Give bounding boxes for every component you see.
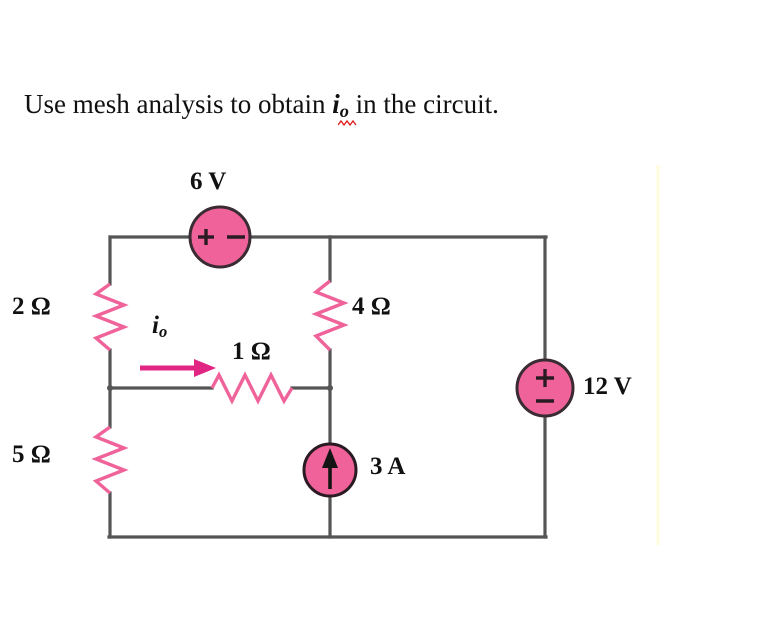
resistor-2ohm-zigzag <box>91 282 129 352</box>
source-3a <box>302 442 358 498</box>
label-io: io <box>152 312 167 342</box>
resistor-shapes <box>91 279 349 495</box>
label-6v: 6 V <box>190 168 227 195</box>
label-3a: 3 A <box>370 453 406 480</box>
label-12v: 12 V <box>583 373 632 400</box>
label-1ohm: 1 Ω <box>232 338 271 365</box>
question-prompt: Use mesh analysis to obtain io in the ci… <box>24 88 499 127</box>
source-12v-plus-icon <box>536 369 554 387</box>
junction-left-mid <box>107 385 113 391</box>
label-io-symbol: i <box>152 312 159 339</box>
source-6v <box>188 205 252 269</box>
question-text-before: Use mesh analysis to obtain <box>24 89 333 119</box>
resistor-5ohm-zigzag <box>91 425 129 495</box>
circuit-junctions <box>107 385 333 391</box>
label-5ohm: 5 Ω <box>12 441 51 468</box>
source-6v-body <box>188 205 252 269</box>
junction-mid-mid <box>327 385 333 391</box>
label-2ohm: 2 Ω <box>12 293 51 320</box>
label-4ohm: 4 Ω <box>352 293 391 320</box>
current-io-arrow <box>140 359 216 377</box>
source-3a-arrow-head-icon <box>322 448 338 468</box>
source-12v-body <box>515 358 575 418</box>
label-io-subscript: o <box>158 322 168 342</box>
resistor-1ohm-zigzag <box>210 371 294 405</box>
question-text-after: in the circuit. <box>348 89 499 119</box>
resistor-4ohm-zigzag <box>311 279 349 352</box>
io-variable-subscript: o <box>339 101 349 122</box>
source-6v-plus-icon <box>198 229 214 245</box>
io-variable-symbol: i <box>332 89 340 119</box>
source-12v <box>515 358 575 418</box>
circuit-wires <box>107 235 548 539</box>
current-io-arrow-head-icon <box>194 359 216 377</box>
